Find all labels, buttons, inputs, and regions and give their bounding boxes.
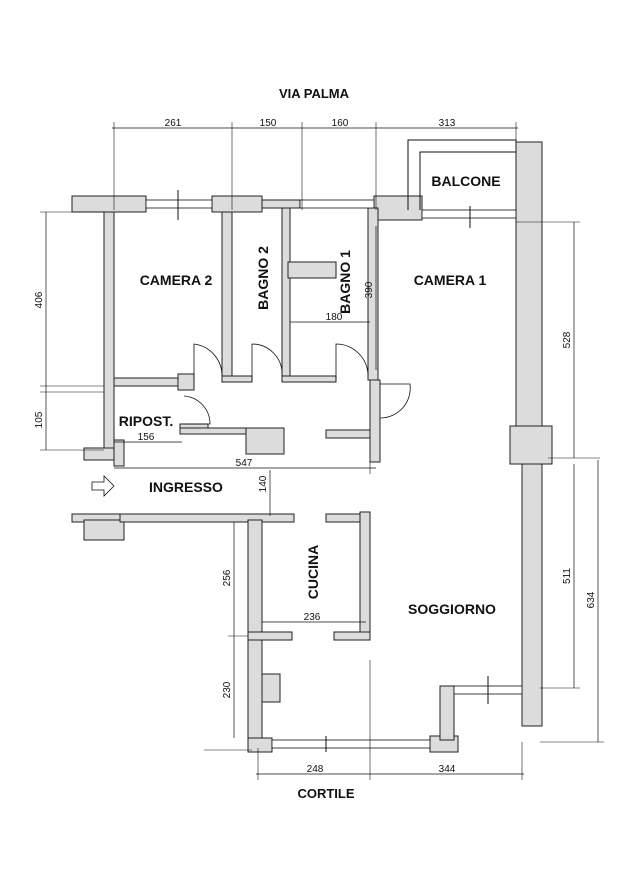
dim-text: 256: [222, 569, 233, 586]
dim-text: 313: [439, 118, 456, 129]
dim-text: 390: [364, 281, 375, 298]
doors: [91, 343, 411, 497]
windows: [145, 190, 523, 752]
dim-text: 248: [307, 764, 324, 775]
window-camera1: [421, 209, 517, 219]
door-ripost: [183, 395, 211, 425]
door-bagno2: [251, 343, 283, 380]
dim-text: 180: [326, 312, 343, 323]
wall-segment: [439, 685, 455, 741]
wall-segment: [71, 195, 147, 213]
dim-text: 150: [260, 118, 277, 129]
wall-segment: [211, 195, 263, 213]
wall-cucina-right: [359, 511, 371, 641]
wall-column: [509, 425, 553, 465]
dim-text: 634: [586, 591, 597, 608]
dim-text: 528: [562, 331, 573, 348]
window-bagno1: [299, 199, 375, 209]
wall-right-lower: [521, 463, 543, 727]
dim-text: 511: [562, 568, 573, 584]
wall-segment: [281, 375, 337, 383]
wall-segment: [333, 631, 371, 641]
dimension-lines: [40, 122, 604, 780]
room-label-camera2: CAMERA 2: [140, 272, 213, 288]
room-label-bagno2: BAGNO 2: [255, 246, 271, 310]
window-camera2: [145, 199, 213, 209]
room-label-camera1: CAMERA 1: [414, 272, 487, 288]
walls: [71, 139, 553, 753]
room-label-soggiorno: SOGGIORNO: [408, 601, 496, 617]
wall-camera1-corridor: [369, 379, 381, 463]
dim-text: 406: [34, 291, 45, 308]
street-label-north: VIA PALMA: [279, 86, 350, 101]
dim-text: 230: [222, 681, 233, 698]
wall-segment: [261, 673, 281, 703]
dim-text: 156: [138, 432, 155, 443]
wall-segment: [325, 429, 371, 439]
entrance-arrow-icon: [91, 475, 115, 497]
wall-camera2-bagno2: [221, 211, 233, 381]
wall-segment: [261, 199, 301, 209]
dim-text: 160: [332, 118, 349, 129]
room-label-bagno1: BAGNO 1: [337, 250, 353, 314]
door-camera1: [379, 383, 411, 419]
dim-text: 344: [439, 764, 456, 775]
door-bagno1: [335, 343, 369, 380]
door-camera2: [193, 343, 223, 380]
wall-bagno1-niche: [287, 261, 337, 279]
dim-text: 547: [236, 458, 253, 469]
dim-text: 105: [34, 411, 45, 428]
room-label-cucina: CUCINA: [305, 545, 321, 599]
wall-segment: [247, 631, 293, 641]
dim-text: 236: [304, 612, 321, 623]
wall-bagno2-bagno1: [281, 207, 291, 381]
room-label-balcone: BALCONE: [431, 173, 500, 189]
room-label-ripost: RIPOST.: [119, 413, 173, 429]
wall-segment: [245, 427, 285, 455]
wall-cucina-left: [247, 519, 263, 743]
dim-text: 140: [258, 475, 269, 492]
room-label-ingresso: INGRESSO: [149, 479, 223, 495]
dim-text: 261: [165, 118, 182, 129]
wall-ingresso-bottom: [119, 513, 295, 523]
wall-left: [103, 211, 115, 451]
street-label-south: CORTILE: [297, 786, 354, 801]
window-soggiorno-bottom: [271, 739, 431, 749]
wall-segment: [83, 519, 125, 541]
wall-segment: [113, 439, 125, 467]
wall-segment: [177, 373, 195, 391]
wall-right-upper: [515, 141, 543, 427]
wall-segment: [373, 195, 423, 221]
wall-segment: [221, 375, 253, 383]
